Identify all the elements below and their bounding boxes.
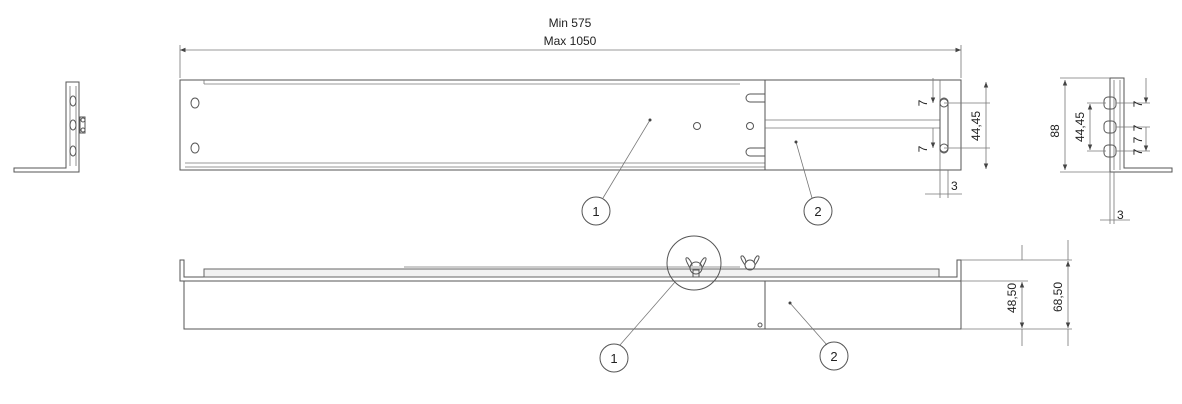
- inner-height-label: 48,50: [1005, 283, 1019, 313]
- right-end-view: 88 44,45 7 7 7 7 3: [1048, 77, 1173, 224]
- pitch-label: 44,45: [969, 111, 983, 141]
- overall-length-dimension: Min 575 Max 1050: [179, 16, 962, 78]
- balloon-2-top: 2: [794, 140, 833, 226]
- end-pitch-label: 44,45: [1073, 112, 1087, 142]
- outer-rail-part-1: [179, 79, 766, 171]
- svg-text:1: 1: [610, 351, 617, 366]
- wing-nut-2: [740, 255, 760, 271]
- side-view-dimensions: 44,45 7 7 3: [916, 78, 990, 198]
- side-view: Min 575 Max 1050: [179, 16, 990, 226]
- balloon-1-bottom: 1: [599, 281, 676, 373]
- detail-circle: [666, 235, 722, 291]
- edge-label: 3: [951, 179, 958, 193]
- inner-rail-part-2: [764, 79, 962, 171]
- svg-text:7: 7: [1131, 124, 1145, 131]
- top-view: 48,50 68,50 1 2: [179, 235, 1072, 373]
- total-height-label: 68,50: [1051, 282, 1065, 312]
- svg-text:7: 7: [1131, 148, 1145, 155]
- svg-text:7: 7: [1131, 100, 1145, 107]
- height-label: 88: [1048, 124, 1062, 138]
- wing-nut-1: [685, 257, 707, 278]
- svg-text:1: 1: [592, 204, 599, 219]
- left-end-view: [13, 81, 86, 173]
- svg-text:2: 2: [830, 349, 837, 364]
- svg-text:7: 7: [1131, 136, 1145, 143]
- top-spacing-label: 7: [916, 99, 930, 106]
- max-length-label: Max 1050: [544, 34, 597, 48]
- min-length-label: Min 575: [549, 16, 592, 30]
- end-edge-label: 3: [1117, 208, 1124, 222]
- bottom-spacing-label: 7: [916, 145, 930, 152]
- svg-text:2: 2: [814, 204, 821, 219]
- balloon-1-top: 1: [581, 118, 652, 226]
- balloon-2-bottom: 2: [788, 301, 849, 371]
